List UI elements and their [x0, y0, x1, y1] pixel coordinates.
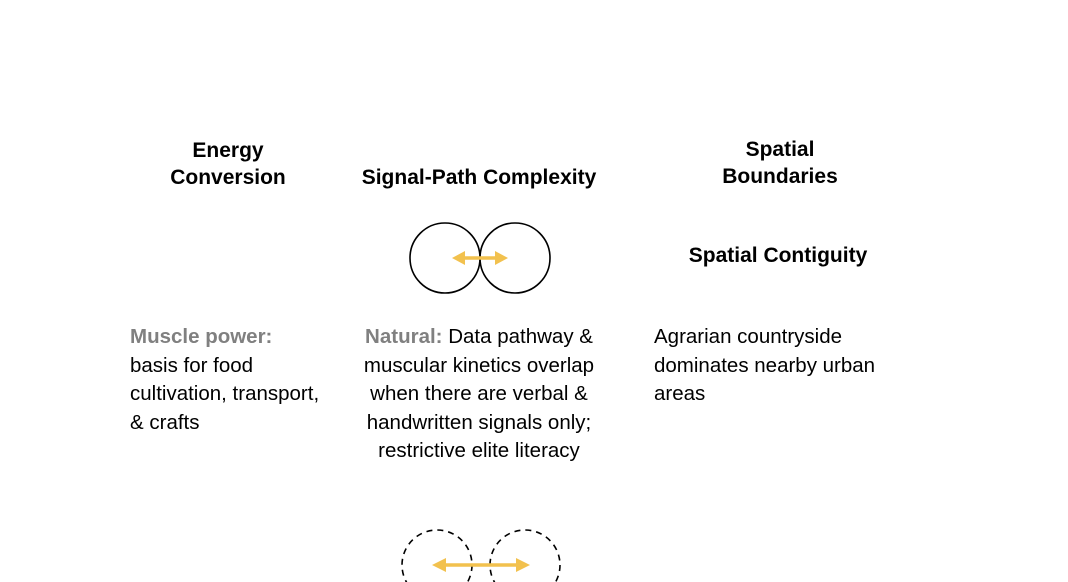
spatial-contiguity-description: Agrarian countryside dominates nearby ur…	[654, 325, 876, 405]
spatial-contiguity-subheading: Spatial Contiguity	[688, 244, 868, 267]
double-arrow-icon	[452, 251, 508, 265]
muscle-power-text: basis for food cultivation, transport, &…	[130, 353, 320, 434]
energy-conversion-heading: Energy Conversion	[170, 139, 286, 189]
overlapping-circles-icon	[409, 222, 551, 294]
spatial-boundaries-heading: Spatial Boundaries	[722, 138, 838, 188]
dashed-circles-icon	[401, 529, 561, 582]
dashed-right-circle-icon	[489, 529, 561, 582]
signal-path-complexity-heading: Signal-Path Complexity	[361, 166, 597, 189]
muscle-power-label: Muscle power:	[130, 325, 273, 348]
natural-label: Natural:	[365, 325, 443, 348]
dashed-left-circle-icon	[401, 529, 473, 582]
dashed-double-arrow-icon	[432, 558, 530, 572]
signal-path-description: Natural: Data pathway & muscular kinetic…	[338, 323, 620, 466]
energy-conversion-description: Muscle power: basis for food cultivation…	[130, 323, 325, 437]
natural-text: Data pathway & muscular kinetics overlap…	[363, 325, 595, 462]
